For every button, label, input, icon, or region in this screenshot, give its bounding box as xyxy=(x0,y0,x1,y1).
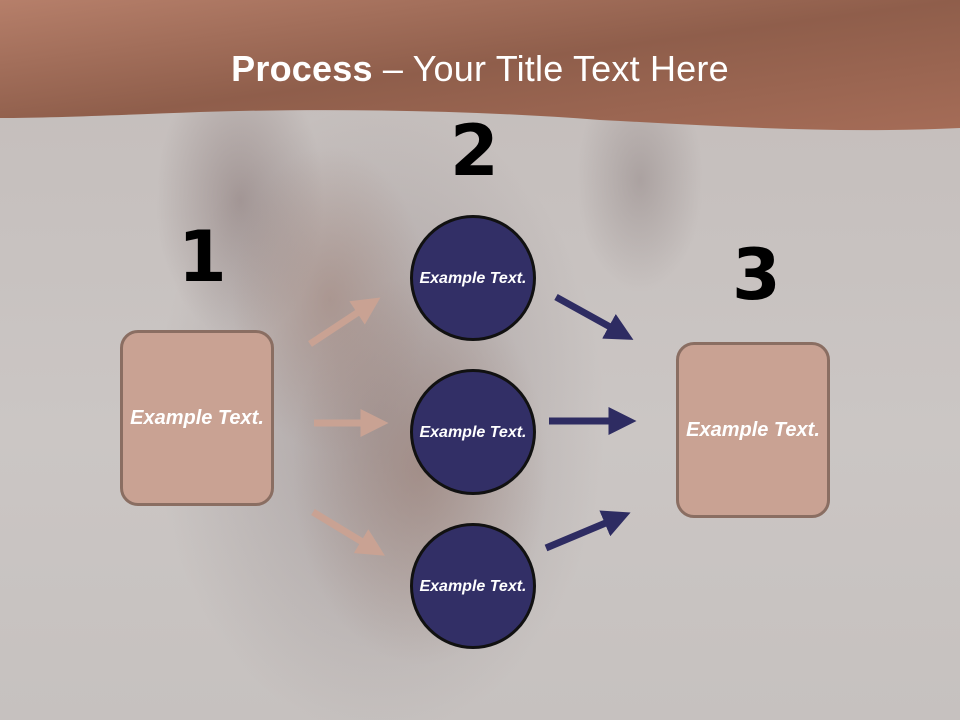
title-banner xyxy=(0,0,960,131)
arrow-left-down xyxy=(311,509,385,556)
arrow-right-down xyxy=(554,293,634,340)
slide-title: Process – Your Title Text Here xyxy=(0,48,960,90)
step-2-circle-top: Example Text. xyxy=(410,215,536,341)
circle-bottom-text: Example Text. xyxy=(419,577,527,595)
step-3-text: Example Text. xyxy=(686,418,820,441)
step-number-2: 2 xyxy=(450,110,499,192)
title-rest: – Your Title Text Here xyxy=(372,48,729,89)
step-2-circle-bottom: Example Text. xyxy=(410,523,536,649)
arrow-right-up xyxy=(544,510,631,552)
step-2-circle-middle: Example Text. xyxy=(410,369,536,495)
arrow-left-up xyxy=(308,297,381,347)
step-number-1: 1 xyxy=(178,216,227,298)
circle-middle-text: Example Text. xyxy=(419,423,527,441)
step-number-3: 3 xyxy=(732,234,781,316)
step-1-text: Example Text. xyxy=(130,406,264,429)
step-1-box: Example Text. xyxy=(120,330,274,506)
step-3-box: Example Text. xyxy=(676,342,830,518)
circle-top-text: Example Text. xyxy=(419,269,527,287)
title-bold: Process xyxy=(231,48,373,89)
